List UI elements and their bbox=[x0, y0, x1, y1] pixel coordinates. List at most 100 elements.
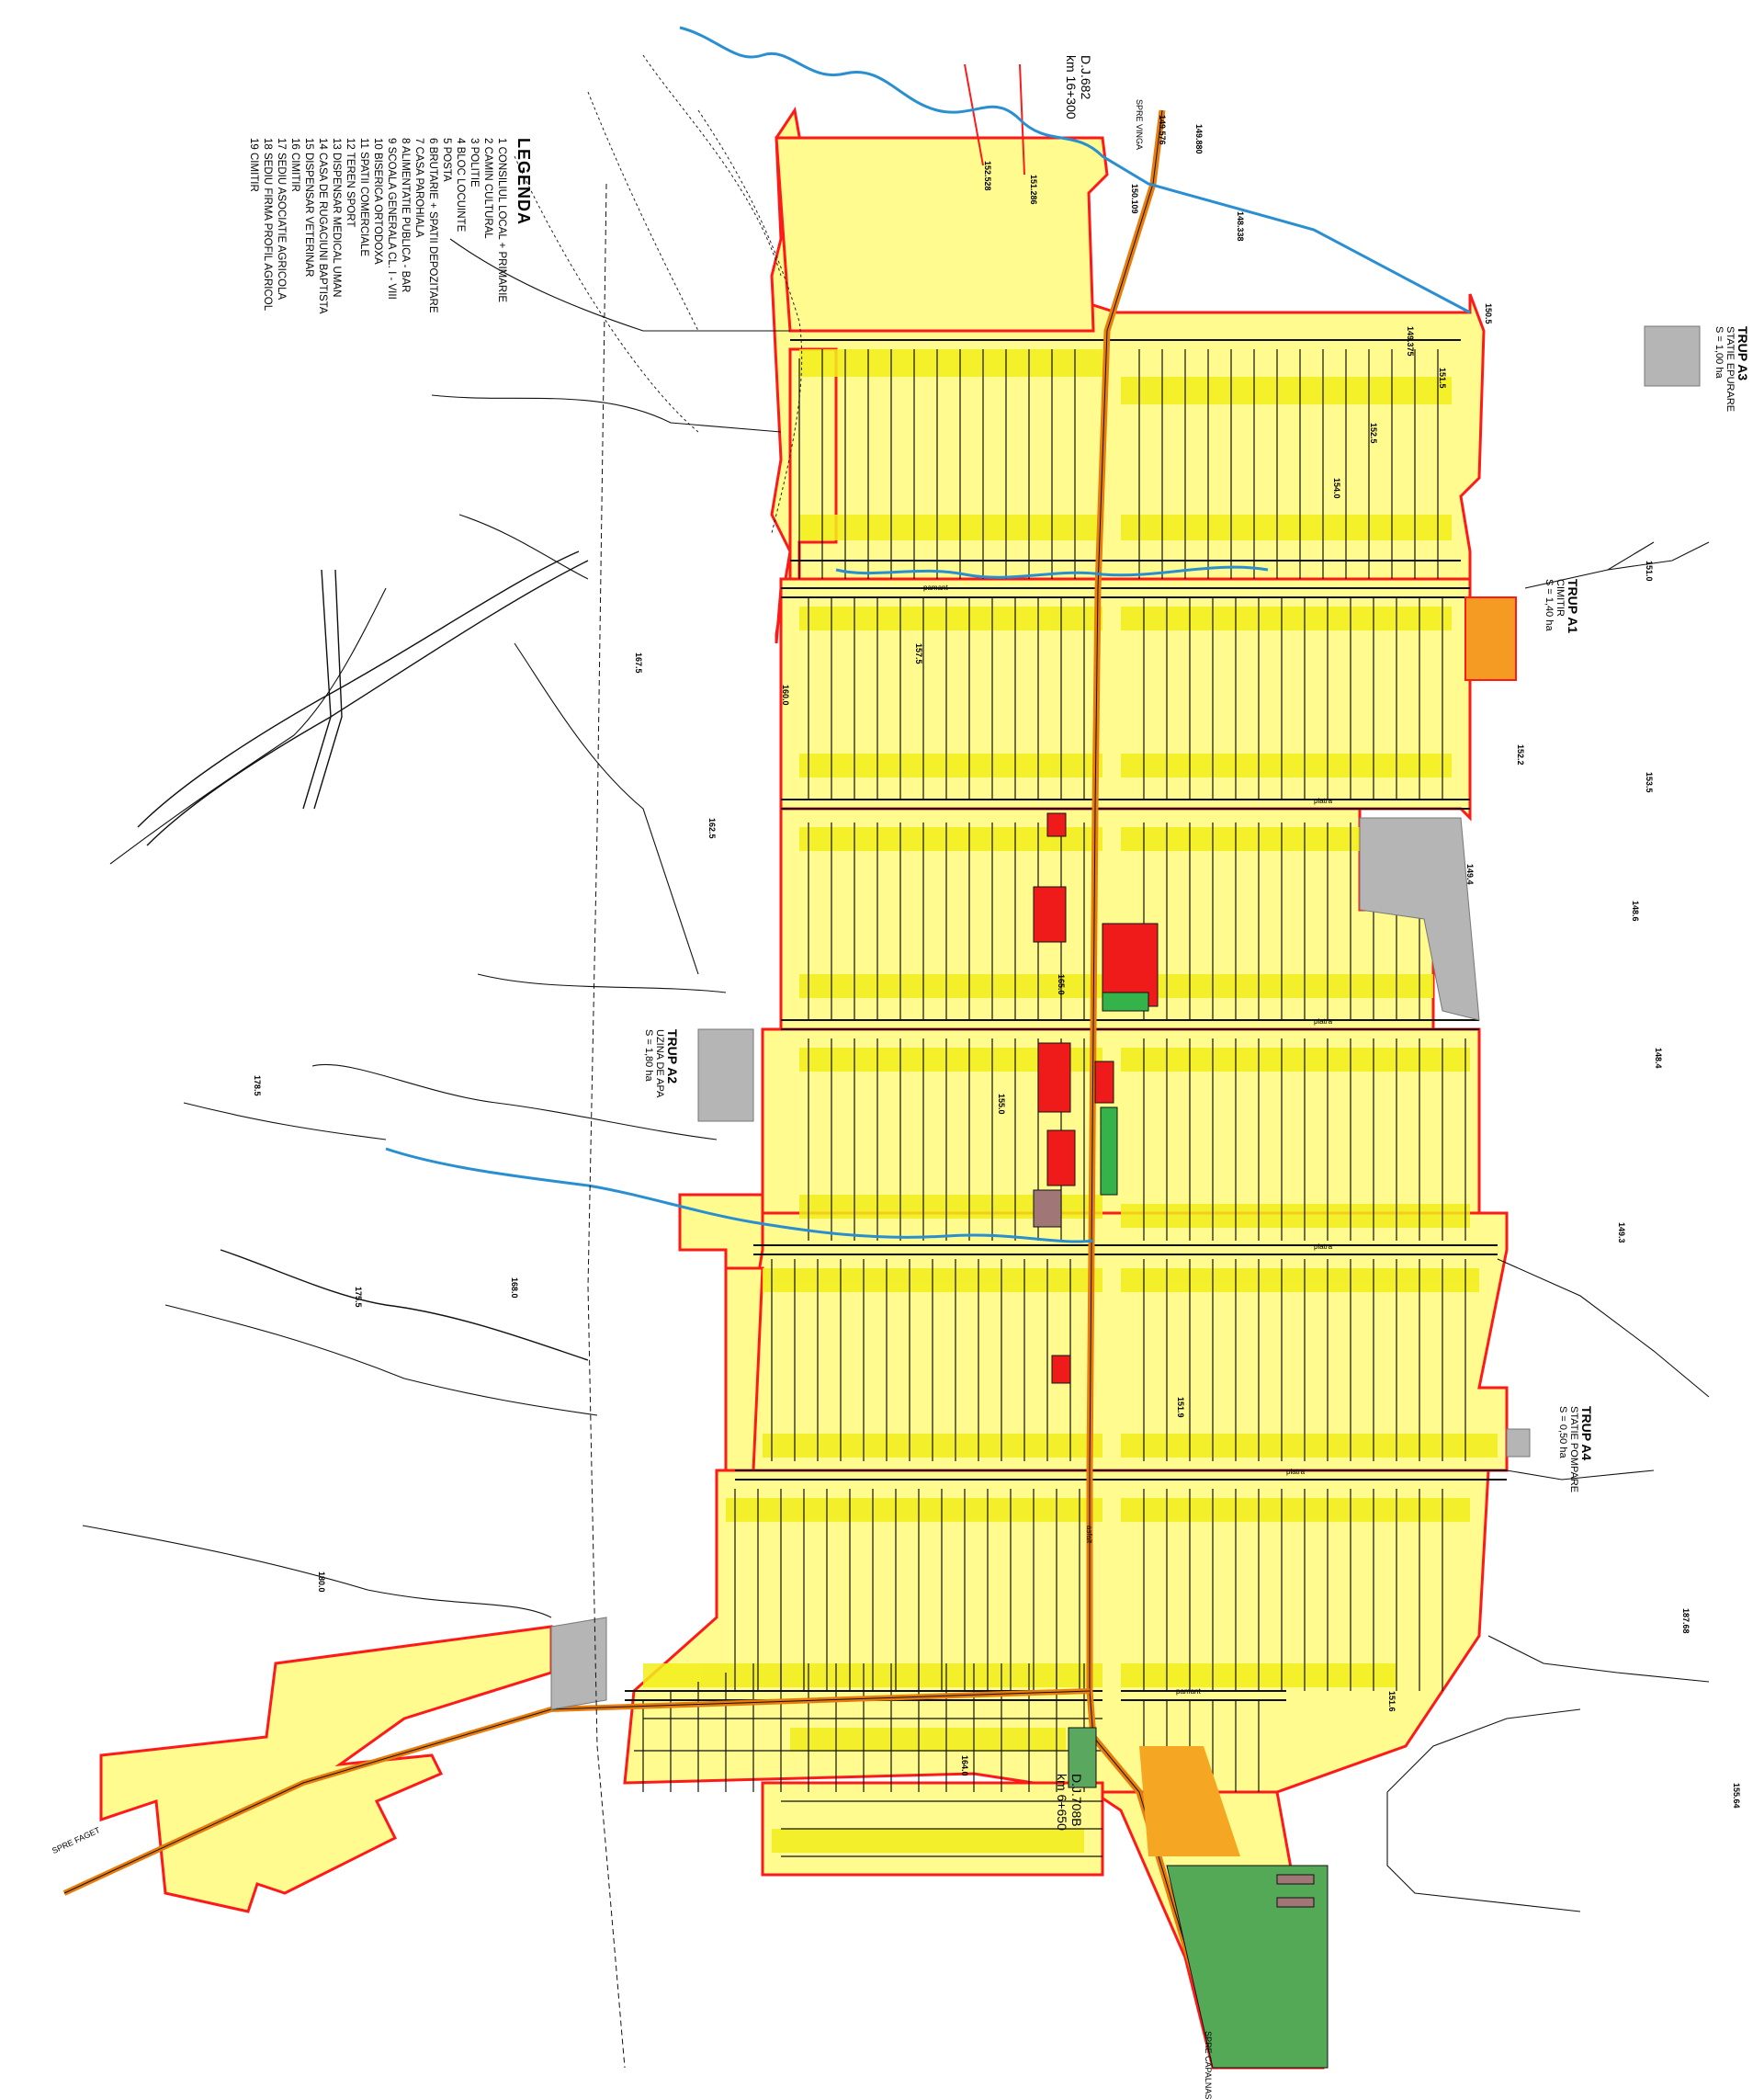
plot-farm-2 bbox=[1276, 1897, 1315, 1908]
brown-plots bbox=[1033, 1189, 1315, 1908]
elevation-label: 178.5 bbox=[253, 1075, 262, 1096]
elevation-label: 148.4 bbox=[1654, 1048, 1663, 1069]
plot-bapt bbox=[1033, 1189, 1062, 1228]
street-surface-label: piatra bbox=[1314, 1242, 1333, 1251]
elevation-label: 149.375 bbox=[1406, 326, 1415, 357]
street-surface-label: pamant bbox=[1176, 1687, 1201, 1696]
legend-item: 6 BRUTARIE + SPATII DEPOZITARE bbox=[427, 138, 438, 313]
legend-item: 4 BLOC LOCUINTE bbox=[455, 138, 466, 233]
elevation-label: 151.0 bbox=[1645, 561, 1654, 582]
legend-item: 8 ALIMENTATIE PUBLICA - BAR bbox=[400, 138, 411, 293]
trup-a1-name: TRUP A1 bbox=[1566, 579, 1580, 634]
dense-strip bbox=[1121, 1434, 1498, 1458]
elevation-label: 153.5 bbox=[1645, 772, 1654, 793]
dj682-name: D.J.682 bbox=[1079, 55, 1093, 100]
legend-content: LEGENDA 1 CONSILIUL LOCAL + PRIMARIE 2 C… bbox=[246, 138, 533, 404]
green-areas bbox=[1068, 992, 1329, 2069]
elevation-label: 187.68 bbox=[1681, 1608, 1690, 1634]
zone-north-left bbox=[775, 136, 1109, 333]
elevation-label: 148.338 bbox=[1236, 211, 1245, 242]
dense-strip bbox=[1121, 827, 1360, 851]
elevation-label: 155.64 bbox=[1732, 1783, 1741, 1809]
elevation-label: 151.286 bbox=[1029, 175, 1038, 205]
streets bbox=[625, 339, 1507, 1701]
dj708b-name: D.J.708B bbox=[1069, 1774, 1084, 1827]
dense-strip bbox=[1121, 515, 1452, 540]
elevation-label: 149.3 bbox=[1617, 1222, 1626, 1243]
legend-item: 1 CONSILIUL LOCAL + PRIMARIE bbox=[496, 138, 507, 303]
elevation-label: 155.0 bbox=[997, 1094, 1006, 1115]
elevation-label: 148.6 bbox=[1631, 901, 1640, 922]
elevation-label: 180.0 bbox=[317, 1571, 326, 1593]
dense-strip bbox=[1121, 1204, 1470, 1228]
dj708b-km: km 6+650 bbox=[1055, 1774, 1069, 1831]
elevation-label: 149.576 bbox=[1158, 115, 1167, 145]
spre-vinga-label: SPRE VINGA bbox=[1135, 99, 1144, 151]
gray-reserve bbox=[1359, 817, 1480, 1021]
trup-a1-desc: CIMITIR bbox=[1555, 579, 1566, 617]
dense-strip bbox=[790, 1728, 1066, 1752]
stream-1 bbox=[835, 565, 1269, 579]
trup-a2-label: TRUP A2 UZINA DE APA S = 1,80 ha bbox=[643, 1029, 680, 1097]
dj682-road-edge bbox=[1089, 109, 1223, 2069]
elevation-label: 162.5 bbox=[707, 818, 717, 839]
elevation-label: 149.880 bbox=[1194, 124, 1204, 154]
dj682-km: km 16+300 bbox=[1064, 55, 1079, 119]
dense-strip bbox=[726, 1498, 1102, 1522]
elevation-label: 150.5 bbox=[1484, 303, 1493, 324]
elevation-label: 175.5 bbox=[354, 1287, 363, 1308]
legend-item: 19 CIMITIR bbox=[248, 138, 259, 192]
trup-a2-area bbox=[697, 1028, 754, 1122]
dj682-label: D.J.682 km 16+300 bbox=[1064, 55, 1093, 119]
sport-field bbox=[1100, 1106, 1118, 1196]
legend-item: 16 CIMITIR bbox=[289, 138, 300, 192]
trup-a4-desc: STATIE POMPARE bbox=[1568, 1406, 1579, 1493]
cemetery-south bbox=[1139, 1746, 1240, 1856]
street-surface-label: piatra bbox=[1314, 797, 1333, 805]
dense-strip bbox=[799, 754, 1102, 777]
street-surface-label: piatra bbox=[1314, 1017, 1333, 1026]
street-surface-label: piatra bbox=[1286, 1468, 1306, 1476]
trup-a4-label: TRUP A4 STATIE POMPARE S = 0,50 ha bbox=[1557, 1406, 1594, 1492]
dense-strip bbox=[1121, 1498, 1470, 1522]
building-bar bbox=[1051, 1355, 1071, 1384]
legend-list: 1 CONSILIUL LOCAL + PRIMARIE 2 CAMIN CUL… bbox=[246, 138, 508, 404]
trup-a2-name: TRUP A2 bbox=[665, 1029, 680, 1084]
legend-item: 9 SCOALA GENERALA CL. I - VIII bbox=[386, 138, 397, 300]
building-biserica bbox=[1037, 1042, 1071, 1113]
stream-2 bbox=[385, 1147, 1094, 1243]
gray-road-seg bbox=[550, 1617, 607, 1710]
legend-item: 10 BISERICA ORTODOXA bbox=[372, 138, 383, 265]
dense-strip bbox=[799, 607, 1102, 630]
rivers bbox=[385, 26, 1471, 1243]
legend-item: 12 TEREN SPORT bbox=[345, 138, 356, 228]
legend: LEGENDA 1 CONSILIUL LOCAL + PRIMARIE 2 C… bbox=[110, 138, 533, 404]
legend-item: 18 SEDIU FIRMA PROFIL AGRICOL bbox=[262, 138, 273, 312]
dense-strip bbox=[1121, 974, 1433, 998]
parcel-lines bbox=[634, 349, 1466, 1857]
legend-item: 14 CASA DE RUGACIUNI BAPTISTA bbox=[317, 138, 328, 314]
elevation-label: 168.0 bbox=[510, 1277, 519, 1299]
trup-a3-area bbox=[1644, 325, 1701, 387]
ravines bbox=[137, 550, 589, 1361]
west-road-edge bbox=[63, 1690, 1091, 1894]
legend-item: 11 SPATII COMERCIALE bbox=[358, 138, 369, 257]
trup-a1-area-text: S = 1,40 ha bbox=[1544, 579, 1555, 631]
topography bbox=[82, 238, 1710, 1912]
contour-lines bbox=[514, 54, 803, 534]
building-dispensar bbox=[1094, 1061, 1114, 1104]
elevation-label: 164.0 bbox=[960, 1755, 969, 1776]
zone-west-village bbox=[99, 1625, 553, 1913]
trup-a4-name: TRUP A4 bbox=[1579, 1406, 1594, 1461]
green-farm bbox=[1166, 1865, 1329, 2069]
dense-strip bbox=[1121, 1268, 1479, 1292]
building-camin bbox=[1033, 886, 1067, 943]
elevation-label: 151.6 bbox=[1387, 1691, 1396, 1712]
dense-strip bbox=[1121, 377, 1452, 404]
river-north bbox=[679, 26, 1471, 314]
street-surface-label: pamant bbox=[923, 584, 948, 592]
dense-strip bbox=[772, 1829, 1084, 1853]
trup-a4-area-text: S = 0,50 ha bbox=[1557, 1406, 1568, 1458]
building-scoala bbox=[1046, 1129, 1076, 1186]
elevation-label: 152.528 bbox=[983, 161, 992, 191]
